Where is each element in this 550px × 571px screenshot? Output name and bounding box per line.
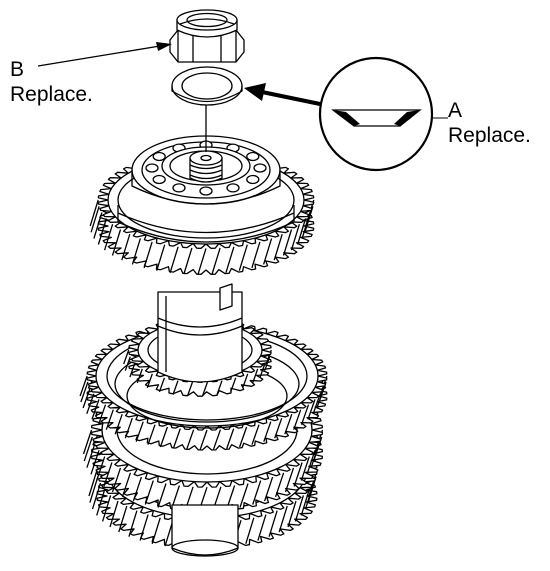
locknut-b (169, 9, 245, 63)
bearing-ball (226, 183, 240, 193)
conical-spring-washer-a (171, 66, 243, 106)
teeth-sg-helical-lines (123, 349, 272, 397)
detail-a-arrow (244, 83, 321, 106)
bearing-ball (152, 174, 166, 185)
bearing-ball (246, 174, 260, 185)
callout-b-label: B (10, 58, 25, 81)
bearing-ball (152, 151, 166, 162)
main-shaft (157, 283, 243, 383)
upper-gear (89, 135, 315, 275)
bearing-ball (172, 183, 186, 193)
callout-b-replace-note: Replace. (10, 83, 93, 106)
callout-a-replace-note: Replace. (448, 124, 531, 147)
callout-b-arrowhead (156, 42, 172, 51)
bearing-ball (199, 186, 213, 196)
callout-a-label: A (448, 99, 463, 122)
bearing-ball (145, 163, 159, 173)
shaft-end (171, 504, 239, 557)
bearing-ball (246, 151, 260, 162)
teeth-ug-helical-lines (89, 199, 315, 275)
callout-b-leader (37, 45, 161, 67)
bearing-ball (253, 163, 267, 173)
detail-a-magnifier (318, 56, 448, 172)
